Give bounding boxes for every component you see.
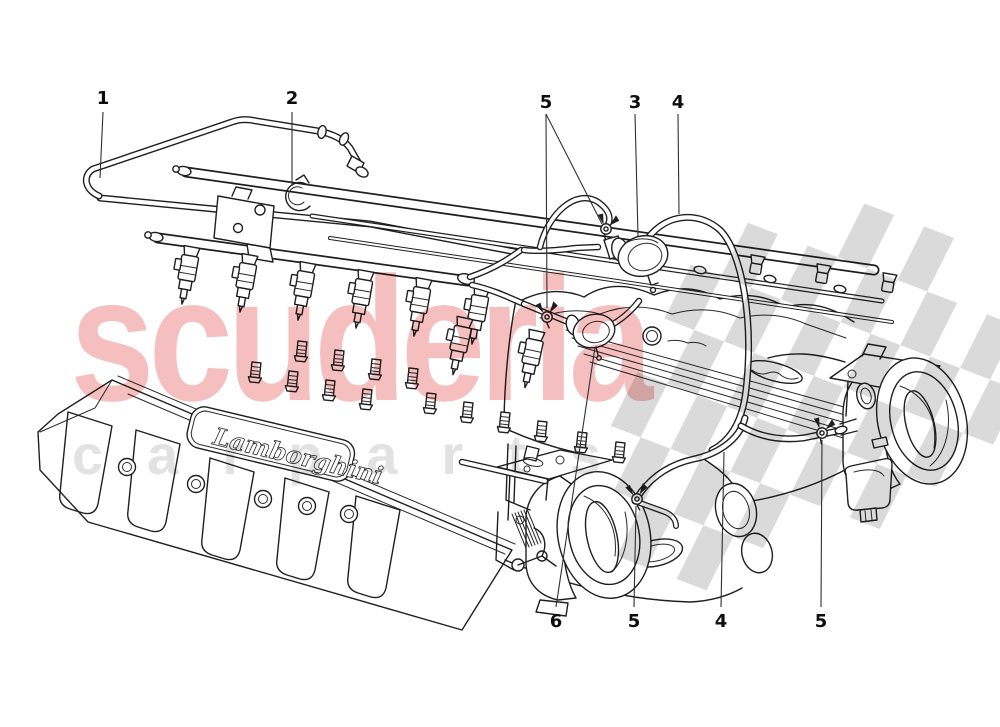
callout-label-1: 1 [97,88,110,109]
rail-bracket [213,186,275,263]
spark-plug-wells [117,457,359,524]
brand-watermark-subtext: carparts [72,423,645,486]
callout-6: 6 [550,346,596,632]
callout-4-bottom: 4 [715,451,728,632]
hose-clip-2 [285,174,311,212]
fuel-hose-1 [82,116,369,200]
callout-label-4-bottom: 4 [715,611,728,632]
callout-5-bottom-right: 5 [815,439,828,632]
cover-recess [59,411,401,599]
fuel-rail-lower [144,231,476,287]
throttle-linkage [495,508,557,572]
callout-label-6: 6 [550,611,563,632]
callout-label-4-top: 4 [672,92,685,113]
fuel-rail-support-bar [309,213,894,324]
rail-end-fittings [466,194,643,330]
brand-watermark-text: scuderia [70,240,655,437]
callout-label-5-top: 5 [540,92,553,113]
throttle-body-center [495,443,652,617]
callouts: 1 2 5 3 4 6 5 4 [97,88,828,632]
callout-5-top: 5 [540,92,603,309]
fuel-pressure-regulator-3 [603,234,669,294]
callout-2: 2 [286,88,299,186]
callout-label-5-bottom-right: 5 [815,611,828,632]
callout-label-3: 3 [629,92,642,113]
fuel-damper-6 [565,313,616,361]
checkered-flag-watermark [610,203,1000,591]
callout-label-5-bottom-left: 5 [628,611,641,632]
brand-watermark: scuderia carparts [70,240,661,486]
callout-4-top: 4 [672,92,685,215]
callout-3: 3 [629,92,642,237]
callout-1: 1 [97,88,110,179]
callout-label-2: 2 [286,88,299,109]
valve-cover: Lamborghini [37,375,516,631]
callout-5-bottom-left: 5 [628,505,641,632]
